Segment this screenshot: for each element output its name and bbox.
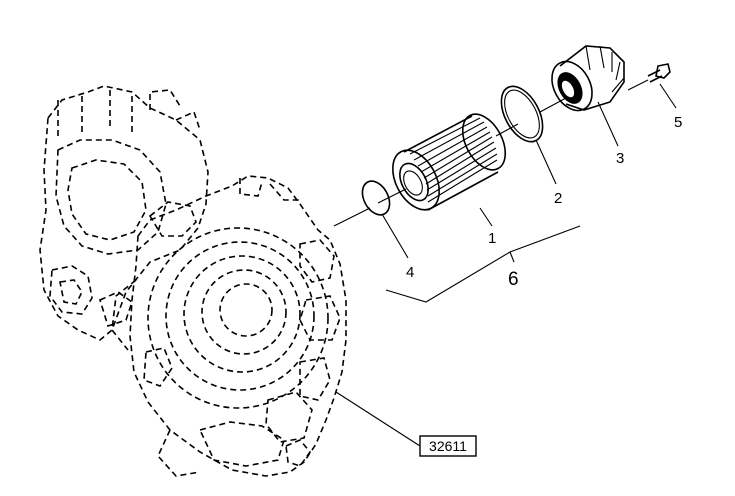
callout-1: 1 (488, 230, 496, 247)
reference-number-box: 32611 (419, 435, 477, 457)
callout-3: 3 (616, 150, 624, 167)
callout-2: 2 (554, 190, 562, 207)
filter-element-part (392, 113, 507, 211)
cover-part (551, 45, 625, 112)
screw-part (647, 63, 671, 83)
assembly-axis (333, 79, 649, 227)
callout-labels: 1 2 3 4 5 6 (406, 114, 682, 290)
callout-6: 6 (508, 269, 519, 290)
gasket-part (361, 180, 391, 216)
transmission-housing (39, 85, 347, 477)
leader-lines (335, 83, 677, 447)
callout-5: 5 (674, 114, 682, 131)
reference-number: 32611 (429, 438, 467, 454)
callout-4: 4 (406, 264, 414, 281)
